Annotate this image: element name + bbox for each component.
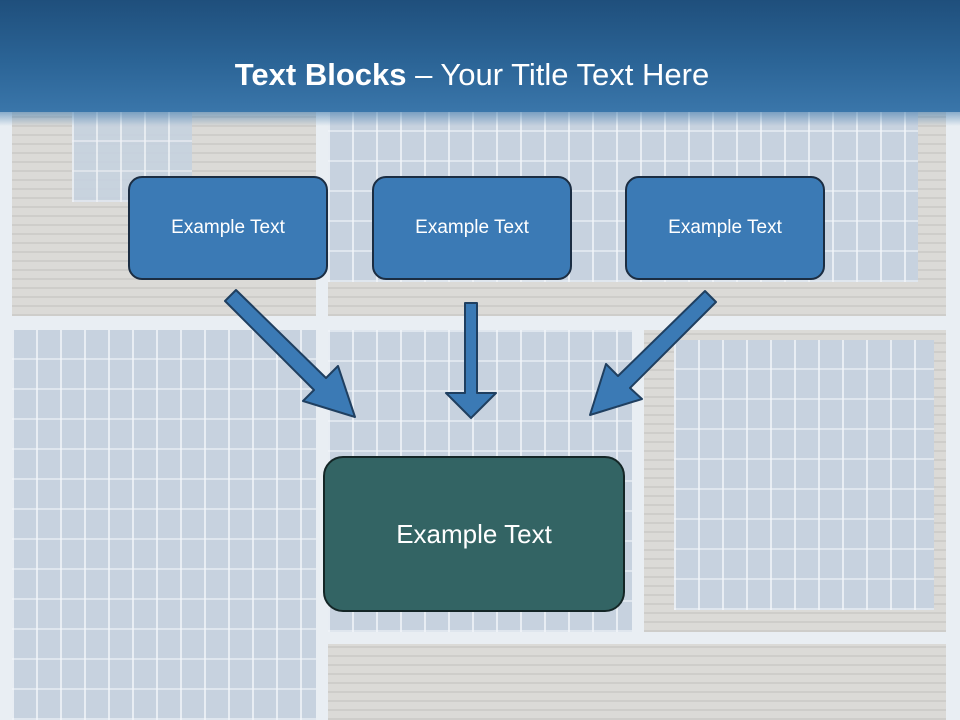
- photo-panel-closeup-left: [12, 330, 316, 720]
- slide-title: Text Blocks – Your Title Text Here: [0, 58, 944, 92]
- title-rest: – Your Title Text Here: [406, 57, 710, 92]
- title-bold: Text Blocks: [234, 57, 407, 92]
- arrow-right-down-left: [589, 290, 717, 416]
- result-text-block[interactable]: Example Text: [323, 456, 625, 612]
- photo-workers-bottom: [328, 644, 946, 720]
- arrow-center-down: [445, 302, 497, 419]
- text-block-center[interactable]: Example Text: [372, 176, 572, 280]
- photo-roof-panels-right: [644, 330, 946, 632]
- title-bar: [0, 0, 960, 126]
- text-block-left[interactable]: Example Text: [128, 176, 328, 280]
- text-block-right[interactable]: Example Text: [625, 176, 825, 280]
- arrow-left-down-right: [224, 289, 356, 418]
